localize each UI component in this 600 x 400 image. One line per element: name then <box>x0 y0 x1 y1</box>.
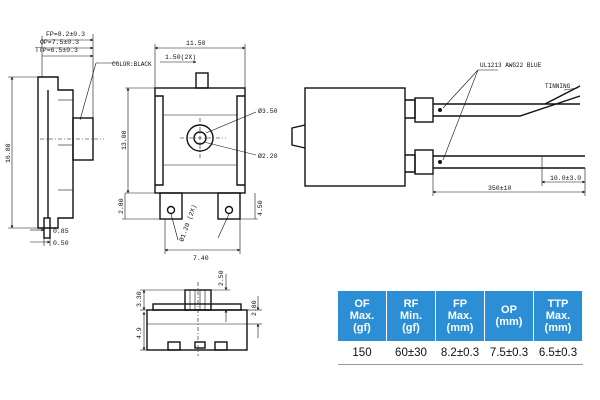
value-op: 7.5±0.3 <box>484 341 534 365</box>
strip-length: 10.0±3.0 <box>550 175 581 182</box>
spec-value-row: 150 60±30 8.2±0.3 7.5±0.3 6.5±0.3 <box>337 341 583 365</box>
width-11-50: 11.50 <box>186 40 206 47</box>
dim-0-85: 0.85 <box>53 228 69 235</box>
tinning-note: TINNING <box>545 83 571 90</box>
dim-2-80-b: 2.80 <box>251 300 258 316</box>
width-7-40: 7.40 <box>193 255 209 262</box>
bottom-view <box>140 274 262 356</box>
value-ttp: 6.5±0.3 <box>533 341 583 365</box>
dim-2-50: 2.50 <box>218 270 225 286</box>
height-13-00: 13.00 <box>121 130 128 150</box>
dia-pin: Ø1.20 (2X) <box>177 203 198 242</box>
dim-0-50: 0.50 <box>53 240 69 247</box>
wire-spec: UL1213 AWG22 BLUE <box>480 62 542 69</box>
offset-1-50: 1.50(2X) <box>165 54 196 61</box>
lead-length: 350±10 <box>488 185 512 192</box>
wired-view <box>291 69 586 196</box>
dim-3-30: 3.30 <box>136 291 143 307</box>
height-16-80: 16.80 <box>5 143 12 163</box>
value-fp: 8.2±0.3 <box>435 341 485 365</box>
value-rf: 60±30 <box>386 341 436 365</box>
dia-3-50: Ø3.50 <box>258 107 278 115</box>
dim-2-80: 2.80 <box>118 198 125 214</box>
side-view <box>8 34 118 246</box>
ttp-label: TTP=6.5±0.3 <box>35 47 78 54</box>
color-note: COLOR:BLACK <box>112 61 152 68</box>
dim-4-50: 4.50 <box>257 200 264 216</box>
op-label: OP=7.5±0.3 <box>40 39 79 46</box>
value-of: 150 <box>337 341 387 365</box>
fp-label: FP=8.2±0.3 <box>46 31 85 38</box>
header-op: OP(mm) <box>484 290 534 342</box>
dia-2-20: Ø2.20 <box>258 152 278 160</box>
front-view <box>122 44 258 254</box>
dim-4-9: 4.9 <box>136 327 143 339</box>
